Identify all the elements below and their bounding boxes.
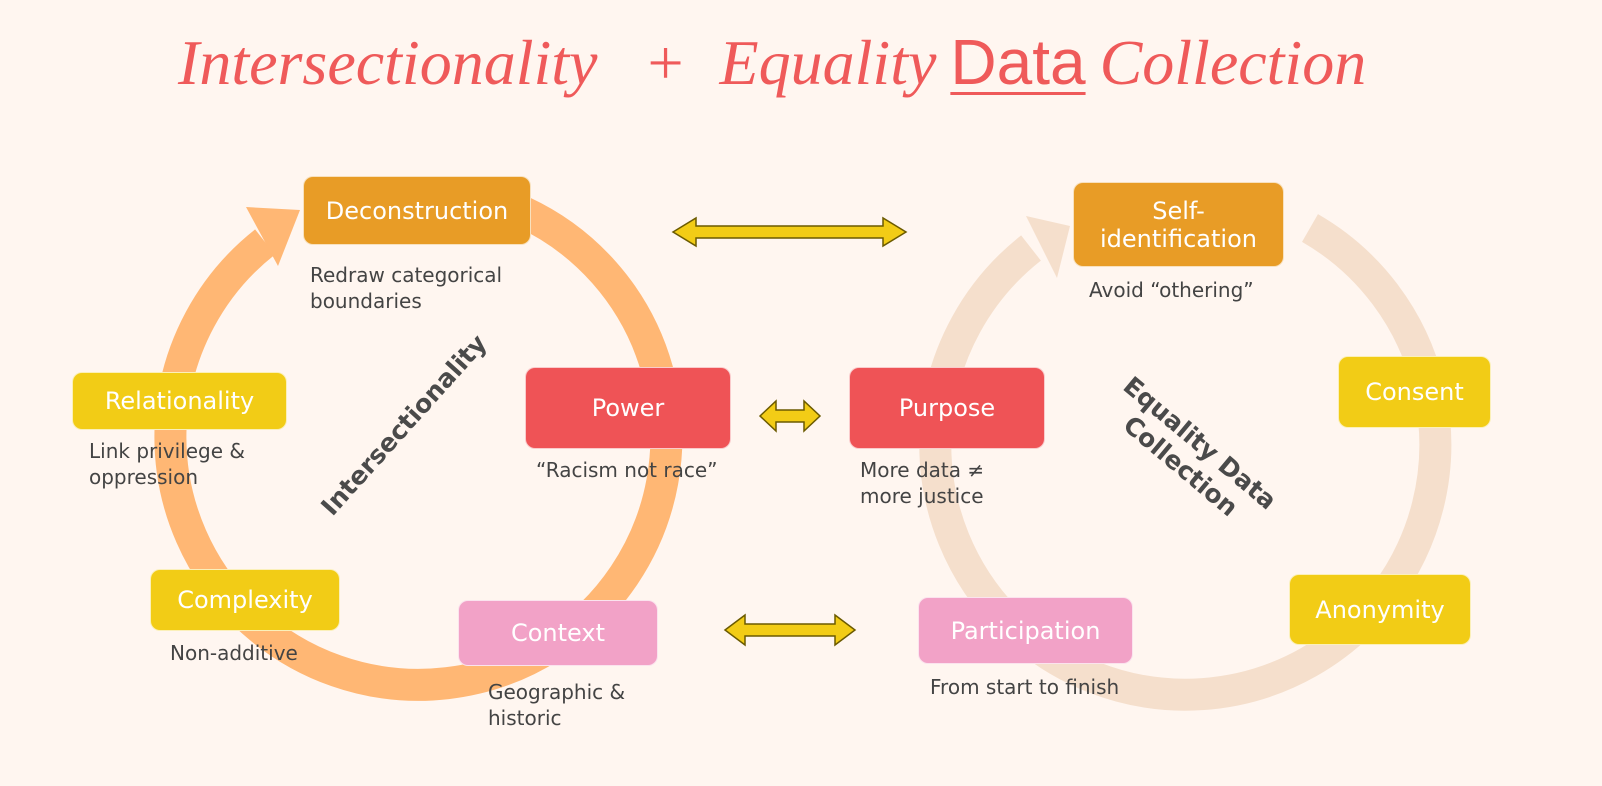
node-deconstruction: Deconstruction — [303, 176, 531, 245]
title-intersectionality: Intersectionality — [178, 27, 598, 98]
node-consent: Consent — [1338, 356, 1491, 428]
node-participation: Participation — [918, 597, 1133, 664]
note-self-identification: Avoid “othering” — [1089, 278, 1254, 302]
title-data: Data — [950, 26, 1086, 98]
note-participation: From start to finish — [930, 675, 1120, 699]
title-collection: Collection — [1099, 27, 1367, 98]
title-plus: + — [647, 27, 684, 98]
note-power: “Racism not race” — [536, 458, 718, 482]
left-cycle-arrowhead-icon — [246, 207, 300, 266]
title-equality: Equality — [719, 27, 937, 98]
node-anonymity: Anonymity — [1289, 574, 1471, 645]
note-complexity: Non-additive — [170, 641, 298, 665]
node-complexity: Complexity — [150, 569, 340, 631]
double-arrow-icon — [671, 216, 908, 248]
node-context: Context — [458, 600, 658, 666]
node-self-identification: Self-identification — [1073, 182, 1284, 267]
note-purpose: More data ≠ more justice — [860, 458, 985, 508]
double-arrow-icon — [723, 613, 857, 647]
note-context: Geographic & historic — [488, 680, 626, 730]
right-cycle-arrowhead-icon — [1026, 216, 1070, 278]
note-relationality: Link privilege & oppression — [89, 439, 245, 489]
node-purpose: Purpose — [849, 367, 1045, 449]
double-arrow-icon — [758, 399, 822, 433]
note-deconstruction: Redraw categorical boundaries — [310, 263, 503, 313]
node-relationality: Relationality — [72, 372, 287, 430]
node-power: Power — [525, 367, 731, 449]
